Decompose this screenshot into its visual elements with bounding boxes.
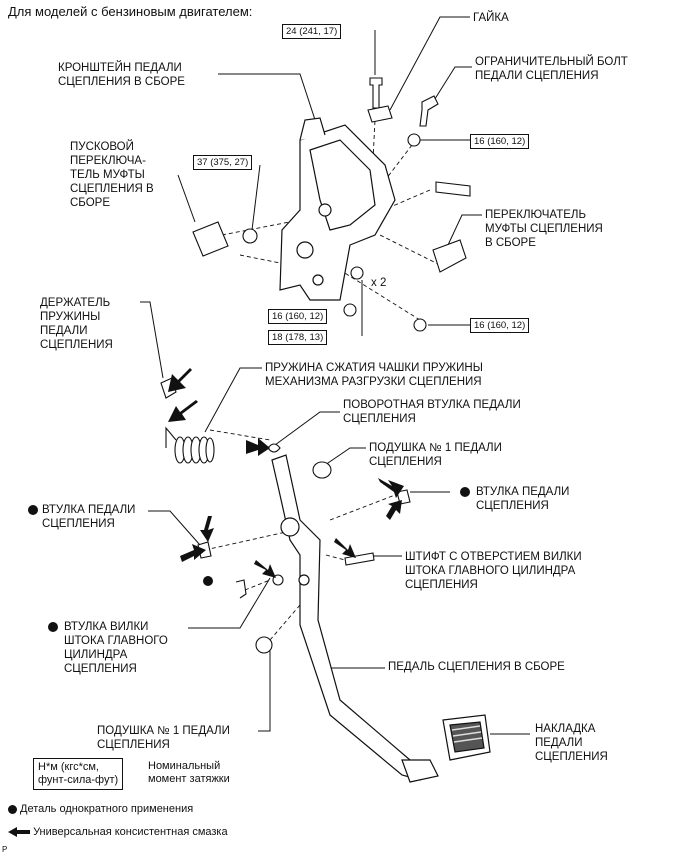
nut-18 [350, 266, 364, 280]
grease-arrow-yoke-bushing [254, 560, 276, 578]
leader-bracket [218, 73, 321, 136]
grease-arrow-pin [334, 538, 356, 558]
torque-18: 18 (178, 13) [268, 330, 328, 345]
start-switch [192, 221, 229, 257]
clutch-pedal [271, 454, 439, 783]
label-start-switch: ПУСКОВОЙ ПЕРЕКЛЮЧА- ТЕЛЬ МУФТЫ СЦЕПЛЕНИЯ… [70, 141, 154, 209]
leader-stop-bolt [432, 66, 472, 103]
leader-clutch-switch [447, 214, 482, 246]
label-pad: НАКЛАДКА ПЕДАЛИ СЦЕПЛЕНИЯ [535, 723, 608, 763]
legend-grease-text: Универсальная консистентная смазка [33, 826, 228, 838]
leader-spring [204, 367, 262, 433]
label-spring-holder: ДЕРЖАТЕЛЬ ПРУЖИНЫ ПЕДАЛИ СЦЕПЛЕНИЯ [40, 297, 113, 351]
leader-yoke-bushing [188, 577, 271, 629]
yoke-pin [344, 552, 375, 566]
label-bracket: КРОНШТЕЙН ПЕДАЛИ СЦЕПЛЕНИЯ В СБОРЕ [58, 62, 185, 88]
label-yoke-bushing: ВТУЛКА ВИЛКИ ШТОКА ГЛАВНОГО ЦИЛИНДРА СЦЕ… [64, 621, 168, 675]
nut-37 [242, 228, 258, 244]
legend-one-time-use: Деталь однократного применения [8, 803, 193, 815]
torque-16-c: 16 (160, 12) [470, 318, 530, 333]
nut-16a [407, 133, 421, 147]
figure-code: P [2, 845, 8, 854]
pin-bolt [435, 181, 471, 197]
grease-arrow-holder-top [168, 368, 192, 392]
one-time-use-icon [460, 487, 470, 497]
label-stop-bolt: ОГРАНИЧИТЕЛЬНЫЙ БОЛТ ПЕДАЛИ СЦЕПЛЕНИЯ [475, 56, 628, 82]
torque-16-b: 16 (160, 12) [268, 309, 328, 324]
stop-bolt [419, 95, 439, 127]
quantity-x2: x 2 [371, 277, 387, 289]
one-time-use-icon [203, 576, 213, 586]
pedal-pad [442, 714, 491, 761]
nut-16b [343, 303, 357, 317]
clutch-switch [432, 239, 467, 273]
pedal-bracket [279, 117, 396, 301]
leader-nut [389, 16, 470, 111]
turn-bushing [267, 443, 281, 453]
legend-torque-meaning: Номинальный момент затяжки [148, 760, 230, 785]
leader-bushing-left [148, 510, 201, 546]
grease-arrow-icon [8, 827, 30, 838]
leader-cushion-top [324, 447, 366, 466]
grease-arrow-bushing-right-top [378, 478, 404, 498]
grease-arrow-holder-bottom [168, 400, 198, 422]
bolt-top [369, 77, 383, 109]
nut-top [367, 105, 393, 123]
one-time-use-icon [8, 804, 17, 814]
diagram-title: Для моделей с бензиновым двигателем: [8, 4, 253, 19]
leader-turn-bushing [274, 411, 340, 446]
one-time-use-icon [48, 622, 58, 632]
compression-spring [165, 426, 215, 464]
torque-37: 37 (375, 27) [193, 155, 253, 170]
label-cushion-bottom: ПОДУШКА № 1 ПЕДАЛИ СЦЕПЛЕНИЯ [97, 725, 230, 751]
grease-arrow-bushing-left-bottom [180, 544, 206, 562]
grease-arrow-bushing-left-top [200, 516, 214, 542]
label-clutch-switch: ПЕРЕКЛЮЧАТЕЛЬ МУФТЫ СЦЕПЛЕНИЯ В СБОРЕ [485, 209, 603, 249]
label-bushing-left: ВТУЛКА ПЕДАЛИ СЦЕПЛЕНИЯ [42, 504, 136, 530]
label-bushing-right: ВТУЛКА ПЕДАЛИ СЦЕПЛЕНИЯ [476, 486, 570, 512]
leader-start-switch [177, 174, 196, 223]
torque-24: 24 (241, 17) [282, 24, 342, 39]
one-time-use-icon [28, 505, 38, 515]
legend-grease: Универсальная консистентная смазка [8, 826, 228, 838]
leader-torque-37 [251, 164, 261, 231]
label-cushion-top: ПОДУШКА № 1 ПЕДАЛИ СЦЕПЛЕНИЯ [369, 442, 502, 468]
cushion-bottom [255, 636, 273, 654]
clip [235, 579, 247, 599]
label-turn-bushing: ПОВОРОТНАЯ ВТУЛКА ПЕДАЛИ СЦЕПЛЕНИЯ [343, 399, 521, 425]
label-nut: ГАЙКА [473, 12, 509, 24]
label-pedal: ПЕДАЛЬ СЦЕПЛЕНИЯ В СБОРЕ [388, 661, 565, 673]
label-pin: ШТИФТ С ОТВЕРСТИЕМ ВИЛКИ ШТОКА ГЛАВНОГО … [405, 551, 582, 591]
label-spring: ПРУЖИНА СЖАТИЯ ЧАШКИ ПРУЖИНЫ МЕХАНИЗМА Р… [265, 362, 483, 388]
leader-cushion-bottom [258, 648, 271, 732]
cushion-top [312, 461, 332, 479]
nut-16c [413, 318, 427, 332]
leader-spring-holder [140, 301, 164, 379]
legend-one-time-use-text: Деталь однократного применения [20, 803, 194, 815]
grease-arrow-turn-bushing [246, 438, 270, 456]
grease-arrow-bushing-right-bottom [386, 500, 402, 520]
torque-16-a: 16 (160, 12) [470, 134, 530, 149]
legend-unit-box: Н*м (кгс*см, фунт-сила-фут) [33, 758, 124, 790]
